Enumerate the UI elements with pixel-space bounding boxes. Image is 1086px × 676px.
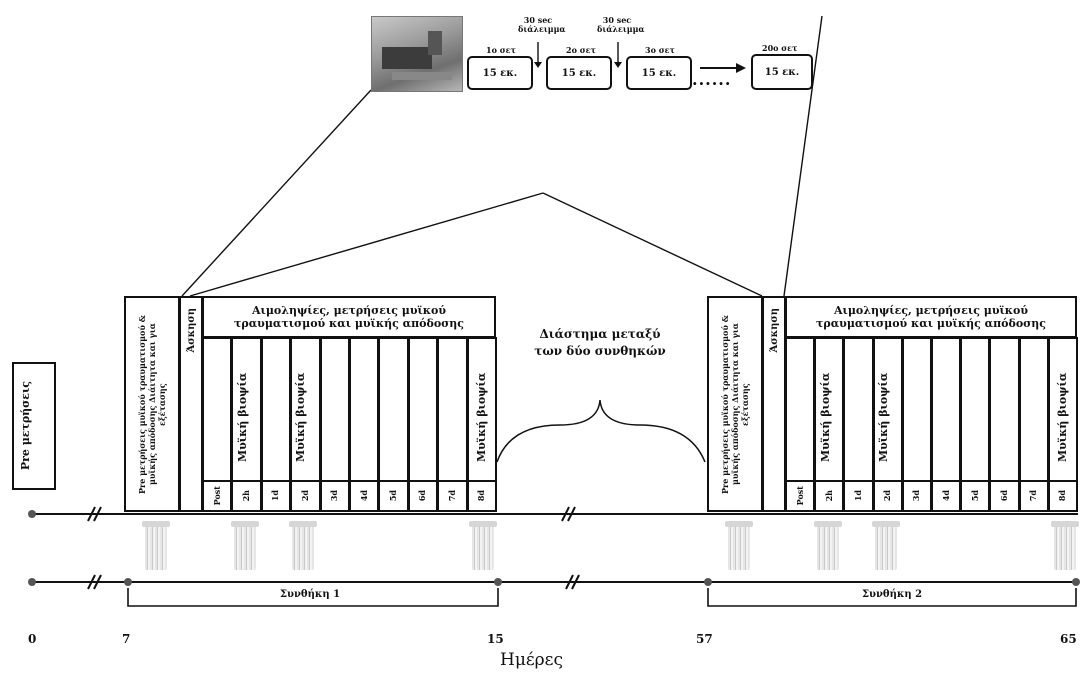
day-label: 1d	[270, 490, 281, 502]
pre-measurements-label: Pre μετρήσεις	[19, 381, 32, 471]
protocol-rest-2: 30 sec διάλειμμα	[597, 15, 645, 34]
day-label: 4d	[358, 490, 369, 502]
day-label: 6d	[417, 490, 428, 502]
axis-day-65: 65	[1060, 632, 1077, 646]
day-cell: 4d	[349, 480, 380, 512]
block-2-header: Αιμοληψίες, μετρήσεις μυϊκού τραυματισμο…	[785, 296, 1077, 338]
block-1-exercise-column: Άσκηση	[179, 296, 203, 512]
day-label: 3d	[911, 490, 922, 502]
day-cell: 1d	[843, 480, 874, 512]
day-label: Post	[211, 486, 222, 506]
day-cell: 3d	[319, 480, 350, 512]
day-label: 1d	[852, 490, 863, 502]
day-cell: 7d	[437, 480, 468, 512]
day-cell: 6d	[989, 480, 1020, 512]
day-cell: 8d	[466, 480, 497, 512]
day-cell: 2h	[814, 480, 845, 512]
day-label: 6d	[998, 490, 1009, 502]
day-label: 4d	[940, 490, 951, 502]
day-cell: Post	[202, 480, 233, 512]
axis-day-0: 0	[28, 632, 37, 646]
block-2-pre-column: Pre μετρήσεις μυϊκού τραυματισμού & μυϊκ…	[707, 296, 763, 512]
block-1-pre-column: Pre μετρήσεις μυϊκού τραυματισμού & μυϊκ…	[124, 296, 180, 512]
block-2-biopsy-8d: Μυϊκή βιοψία	[1056, 372, 1069, 462]
day-cell: 3d	[901, 480, 932, 512]
block-2-exercise-label: Άσκηση	[768, 308, 780, 353]
axis-day-7: 7	[122, 632, 131, 646]
day-cell: 4d	[931, 480, 962, 512]
blood-tube-icon	[814, 521, 842, 570]
day-label: 8d	[476, 490, 487, 502]
blood-tube-icon	[142, 521, 170, 570]
block-1-pre-text: Pre μετρήσεις μυϊκού τραυματισμού & μυϊκ…	[137, 314, 167, 494]
day-label: 2h	[823, 490, 834, 502]
day-label: 3d	[329, 490, 340, 502]
day-label: 5d	[388, 490, 399, 502]
protocol-set-20: 20ο σετ	[762, 43, 798, 53]
block-2-biopsy-2d: Μυϊκή βιοψία	[877, 372, 890, 462]
day-label: 2d	[299, 490, 310, 502]
exercise-photo	[371, 16, 463, 92]
blood-tube-icon	[1051, 521, 1079, 570]
protocol-box-3: 15 εκ.	[626, 56, 692, 90]
block-2-exercise-column: Άσκηση	[762, 296, 786, 512]
day-cell: 5d	[960, 480, 991, 512]
blood-tube-icon	[231, 521, 259, 570]
block-2-biopsy-2h: Μυϊκή βιοψία	[819, 372, 832, 462]
day-cell: 2h	[231, 480, 262, 512]
block-1-header: Αιμοληψίες, μετρήσεις μυϊκού τραυματισμο…	[202, 296, 496, 338]
pre-measurements-box: Pre μετρήσεις	[12, 362, 56, 490]
day-cell: 2d	[872, 480, 903, 512]
block-1-exercise-label: Άσκηση	[185, 308, 197, 353]
block-1-biopsy-2d: Μυϊκή βιοψία	[294, 372, 307, 462]
protocol-set-1: 1ο σετ	[486, 45, 516, 55]
block-1-biopsy-8d: Μυϊκή βιοψία	[475, 372, 488, 462]
day-cell: 7d	[1018, 480, 1049, 512]
protocol-rest-1: 30 sec διάλειμμα	[518, 15, 566, 34]
day-cell: 6d	[407, 480, 439, 512]
axis-day-15: 15	[487, 632, 504, 646]
protocol-box-2: 15 εκ.	[546, 56, 612, 90]
axis-day-57: 57	[696, 632, 713, 646]
protocol-set-2: 2ο σετ	[566, 45, 596, 55]
blood-tube-icon	[289, 521, 317, 570]
day-cell: Post	[785, 480, 816, 512]
day-cell: 5d	[378, 480, 409, 512]
block-1-biopsy-2h: Μυϊκή βιοψία	[236, 372, 249, 462]
day-label: 5d	[969, 490, 980, 502]
axis-title: Ημέρες	[500, 650, 564, 670]
protocol-box-20: 15 εκ.	[751, 54, 813, 90]
protocol-box-1: 15 εκ.	[467, 56, 533, 90]
day-label: 7d	[446, 490, 457, 502]
condition-2-label: Συνθήκη 2	[861, 589, 923, 600]
day-label: 7d	[1028, 490, 1039, 502]
day-label: Post	[794, 486, 805, 506]
day-label: 2d	[882, 490, 893, 502]
protocol-set-3: 3ο σετ	[645, 45, 675, 55]
gap-text: Διάστημα μεταξύ των δύο συνθηκών	[534, 327, 666, 358]
day-cell: 8d	[1047, 480, 1078, 512]
condition-1-label: Συνθήκη 1	[279, 589, 341, 600]
blood-tube-icon	[725, 521, 753, 570]
day-label: 8d	[1057, 490, 1068, 502]
protocol-dots: ......	[692, 70, 732, 89]
day-cell: 1d	[260, 480, 292, 512]
blood-tube-icon	[872, 521, 900, 570]
blood-tube-icon	[469, 521, 497, 570]
block-2-pre-text: Pre μετρήσεις μυϊκού τραυματισμού & μυϊκ…	[720, 314, 750, 494]
day-cell: 2d	[290, 480, 321, 512]
day-label: 2h	[241, 490, 252, 502]
